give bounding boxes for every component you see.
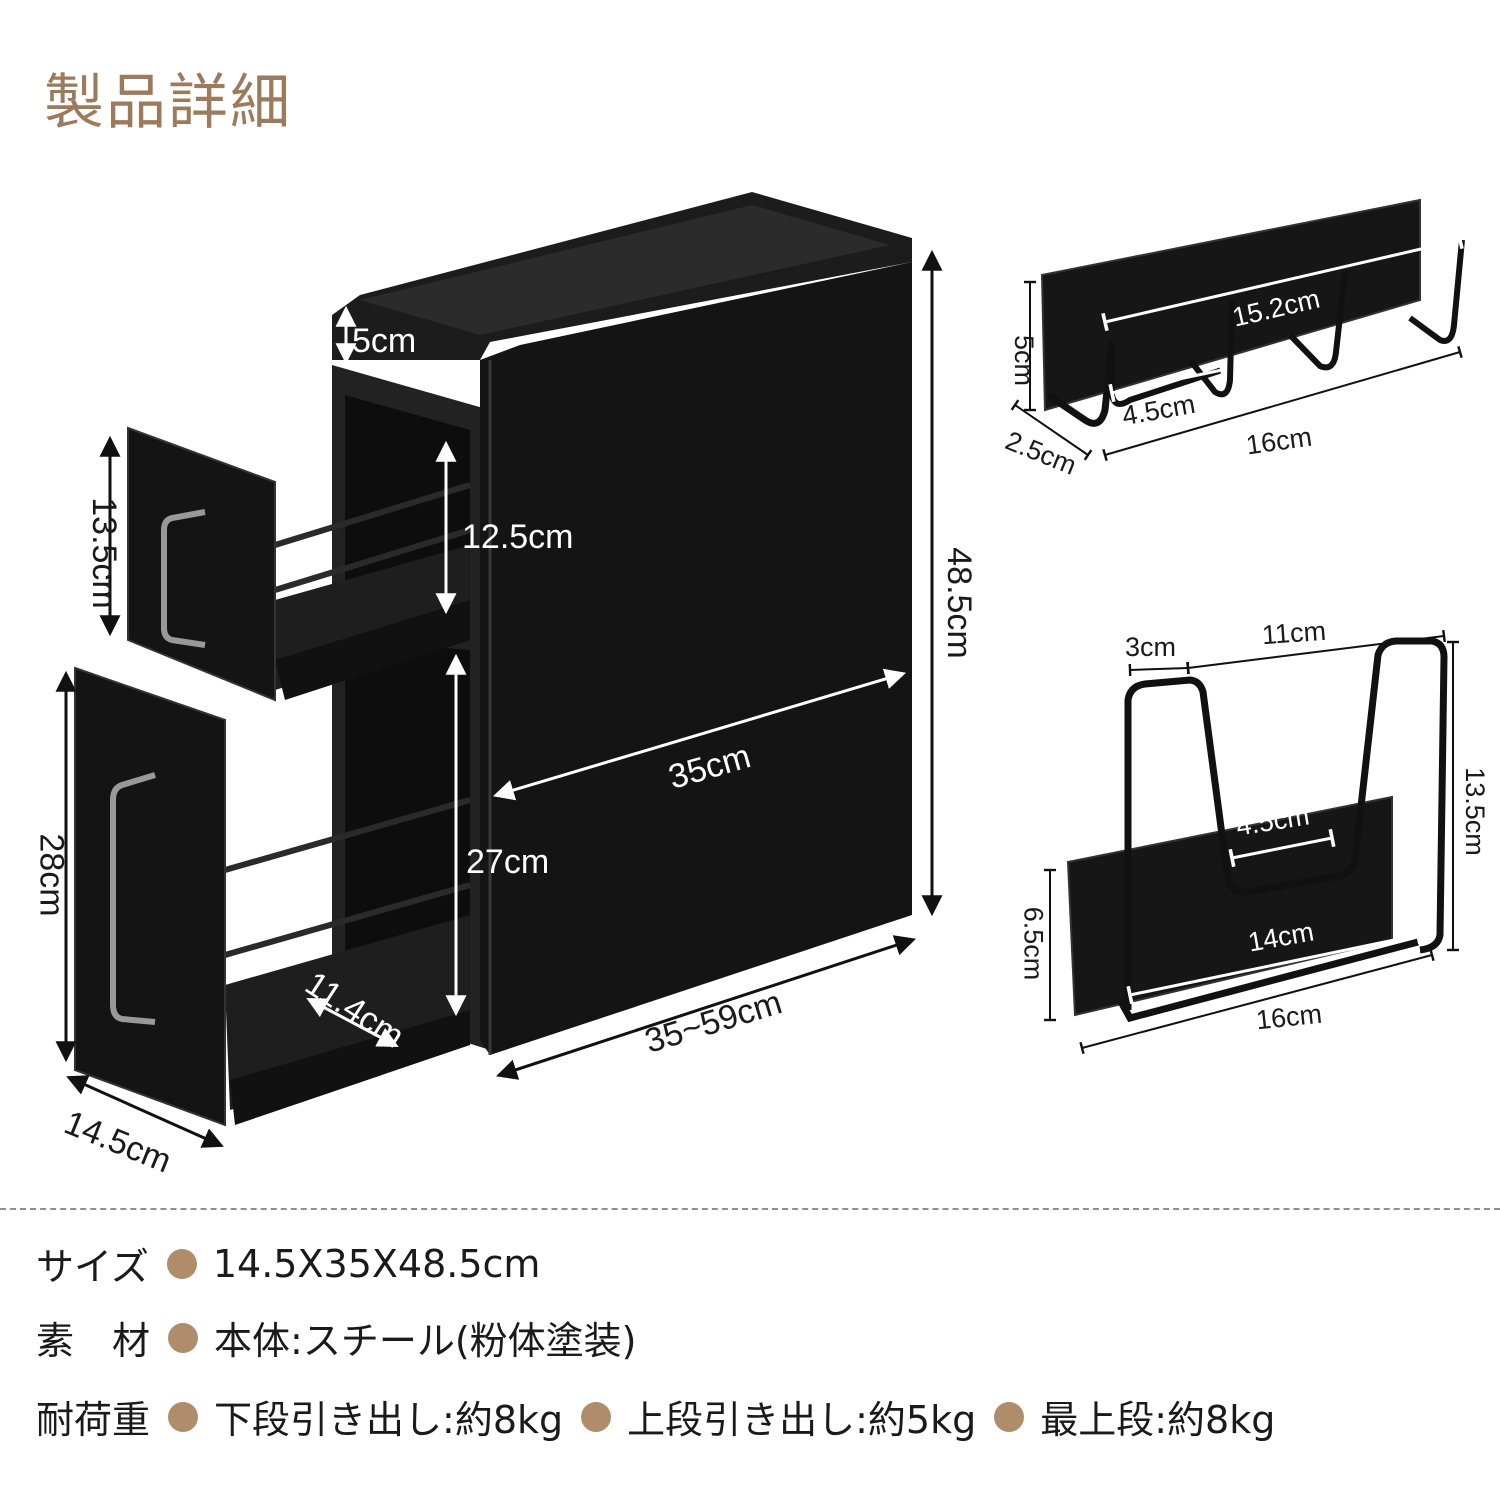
spec-load-label: 耐荷重 <box>36 1398 151 1442</box>
dim-upper-drawer-height: 13.5cm <box>84 497 123 609</box>
cabinet-side-panel <box>480 262 912 1055</box>
lid-holder-dimension-lines <box>1044 629 1459 1055</box>
spec-load: 耐荷重 下段引き出し:約8kg 上段引き出し:約5kg 最上段:約8kg <box>36 1389 1275 1444</box>
spec-bullet <box>168 1322 199 1353</box>
dim-lower-drawer-height: 28cm <box>32 833 71 917</box>
dim-lid-span: 11cm <box>1260 615 1327 651</box>
spec-size: サイズ 14.5X35X48.5cm <box>36 1236 540 1291</box>
spec-bullet <box>994 1401 1025 1432</box>
spec-load-lower: 下段引き出し:約8kg <box>214 1398 564 1442</box>
dim-lid-total-height: 13.5cm <box>1459 767 1490 856</box>
spec-bullet <box>166 1248 197 1279</box>
spec-load-upper: 上段引き出し:約5kg <box>627 1398 977 1442</box>
dim-top-rim: 5cm <box>352 322 417 360</box>
spec-load-top: 最上段:約8kg <box>1040 1398 1276 1442</box>
dim-lid-plate-height: 6.5cm <box>1018 906 1049 981</box>
dim-lid-left-gap: 3cm <box>1125 632 1177 662</box>
upper-drawer-handle <box>161 509 206 648</box>
spec-size-value: 14.5X35X48.5cm <box>212 1241 541 1286</box>
cabinet-dimension-lines <box>55 249 943 1148</box>
lower-drawer <box>74 666 471 1127</box>
lower-drawer-handle <box>110 772 156 1025</box>
lid-holder-plate <box>1066 795 1393 1017</box>
section-divider <box>0 1208 1500 1210</box>
dim-hook-height: 5cm <box>1009 334 1040 387</box>
spec-material: 素 材 本体:スチール(粉体塗装) <box>36 1310 636 1365</box>
lower-drawer-front <box>74 666 226 1127</box>
dim-upper-inner-height: 12.5cm <box>462 518 574 556</box>
page-title: 製品詳細 <box>44 68 292 138</box>
spec-bullet <box>581 1401 612 1432</box>
spec-size-label: サイズ <box>36 1245 149 1289</box>
dim-total-height: 48.5cm <box>939 547 978 659</box>
spec-material-value: 本体:スチール(粉体塗装) <box>214 1319 637 1363</box>
spec-material-label: 素 材 <box>36 1319 151 1363</box>
upper-drawer-front <box>127 426 276 702</box>
dim-lid-width: 16cm <box>1254 998 1324 1036</box>
hook-rack-dimension-lines <box>1010 280 1463 462</box>
dim-lower-inner-height: 27cm <box>466 843 550 881</box>
spec-bullet <box>168 1401 199 1432</box>
